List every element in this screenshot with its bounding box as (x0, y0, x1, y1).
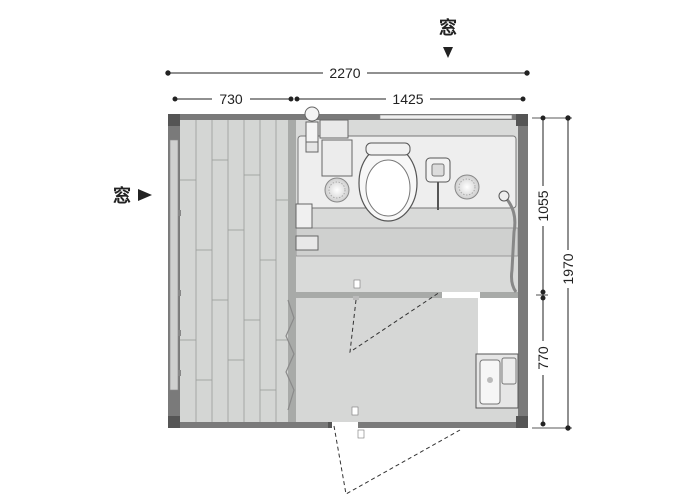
dimension-labels: 2270 730 1425 1970 1055 770 (212, 64, 577, 375)
window-label-top: 窓 (439, 17, 457, 58)
dim-upper-depth: 1055 (535, 190, 551, 221)
wood-deck-floor (180, 120, 288, 422)
tank-box (321, 139, 353, 177)
drain-left (324, 177, 350, 203)
door-entrance (328, 406, 461, 495)
shower-hose (502, 194, 518, 293)
toilet-bowl (358, 142, 418, 222)
arrow-right-icon (138, 189, 152, 201)
toilet-tank (319, 119, 349, 139)
door-upper (349, 279, 441, 354)
dim-lower-depth: 770 (535, 346, 551, 370)
dim-total-width: 2270 (329, 65, 360, 81)
folding-partition (285, 299, 295, 411)
arrow-down-icon (443, 47, 453, 58)
corner-posts (168, 114, 528, 428)
window-text-top: 窓 (439, 17, 457, 39)
hose-head (498, 190, 510, 202)
paper-holder (425, 157, 451, 210)
dim-left-room-width: 730 (219, 91, 243, 107)
wash-basin (475, 353, 519, 409)
window-left-latches (178, 210, 181, 376)
side-step (295, 235, 319, 251)
window-left (169, 139, 179, 391)
window-text-left: 窓 (113, 185, 131, 207)
window-label-left: 窓 (113, 185, 152, 207)
wood-deck-planks (180, 120, 288, 422)
dim-right-room-width: 1425 (392, 91, 423, 107)
side-shelf (295, 203, 313, 229)
window-top (379, 114, 513, 120)
bench (295, 227, 519, 257)
lower-room-alcove (478, 298, 518, 354)
vent-pipe (304, 106, 320, 153)
drain-right (454, 174, 480, 200)
dim-total-depth: 1970 (560, 253, 576, 284)
